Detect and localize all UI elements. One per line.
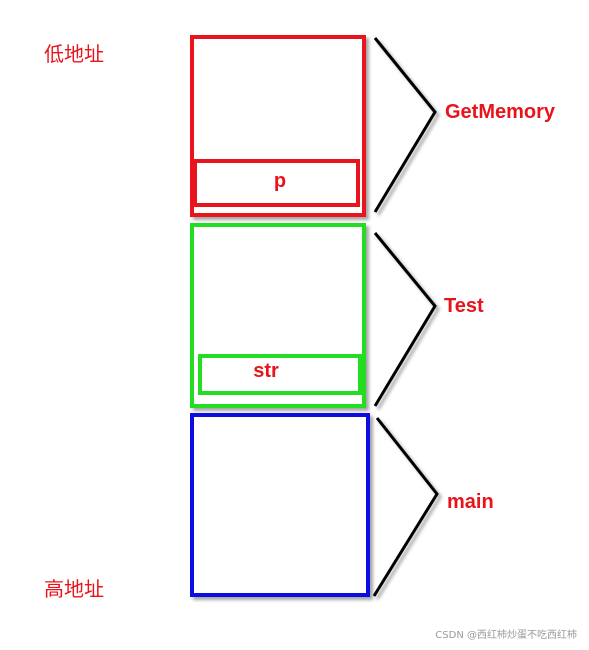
main-label: main — [447, 491, 494, 513]
test-label: Test — [444, 295, 484, 317]
main-brace — [372, 417, 439, 597]
test-brace — [373, 232, 437, 407]
low-address-label: 低地址 — [44, 42, 104, 66]
p-variable-box — [193, 159, 360, 207]
csdn-watermark: CSDN @西红柿炒蛋不吃西红柿 — [435, 630, 577, 641]
test-frame — [190, 223, 366, 408]
getmemory-frame — [190, 35, 366, 217]
p-variable-label: p — [273, 170, 287, 192]
high-address-label: 高地址 — [44, 577, 104, 601]
getmemory-label: GetMemory — [445, 101, 556, 123]
getmemory-brace — [373, 37, 437, 213]
str-variable-box — [198, 354, 362, 395]
main-frame — [190, 413, 370, 597]
str-variable-label: str — [253, 360, 279, 382]
